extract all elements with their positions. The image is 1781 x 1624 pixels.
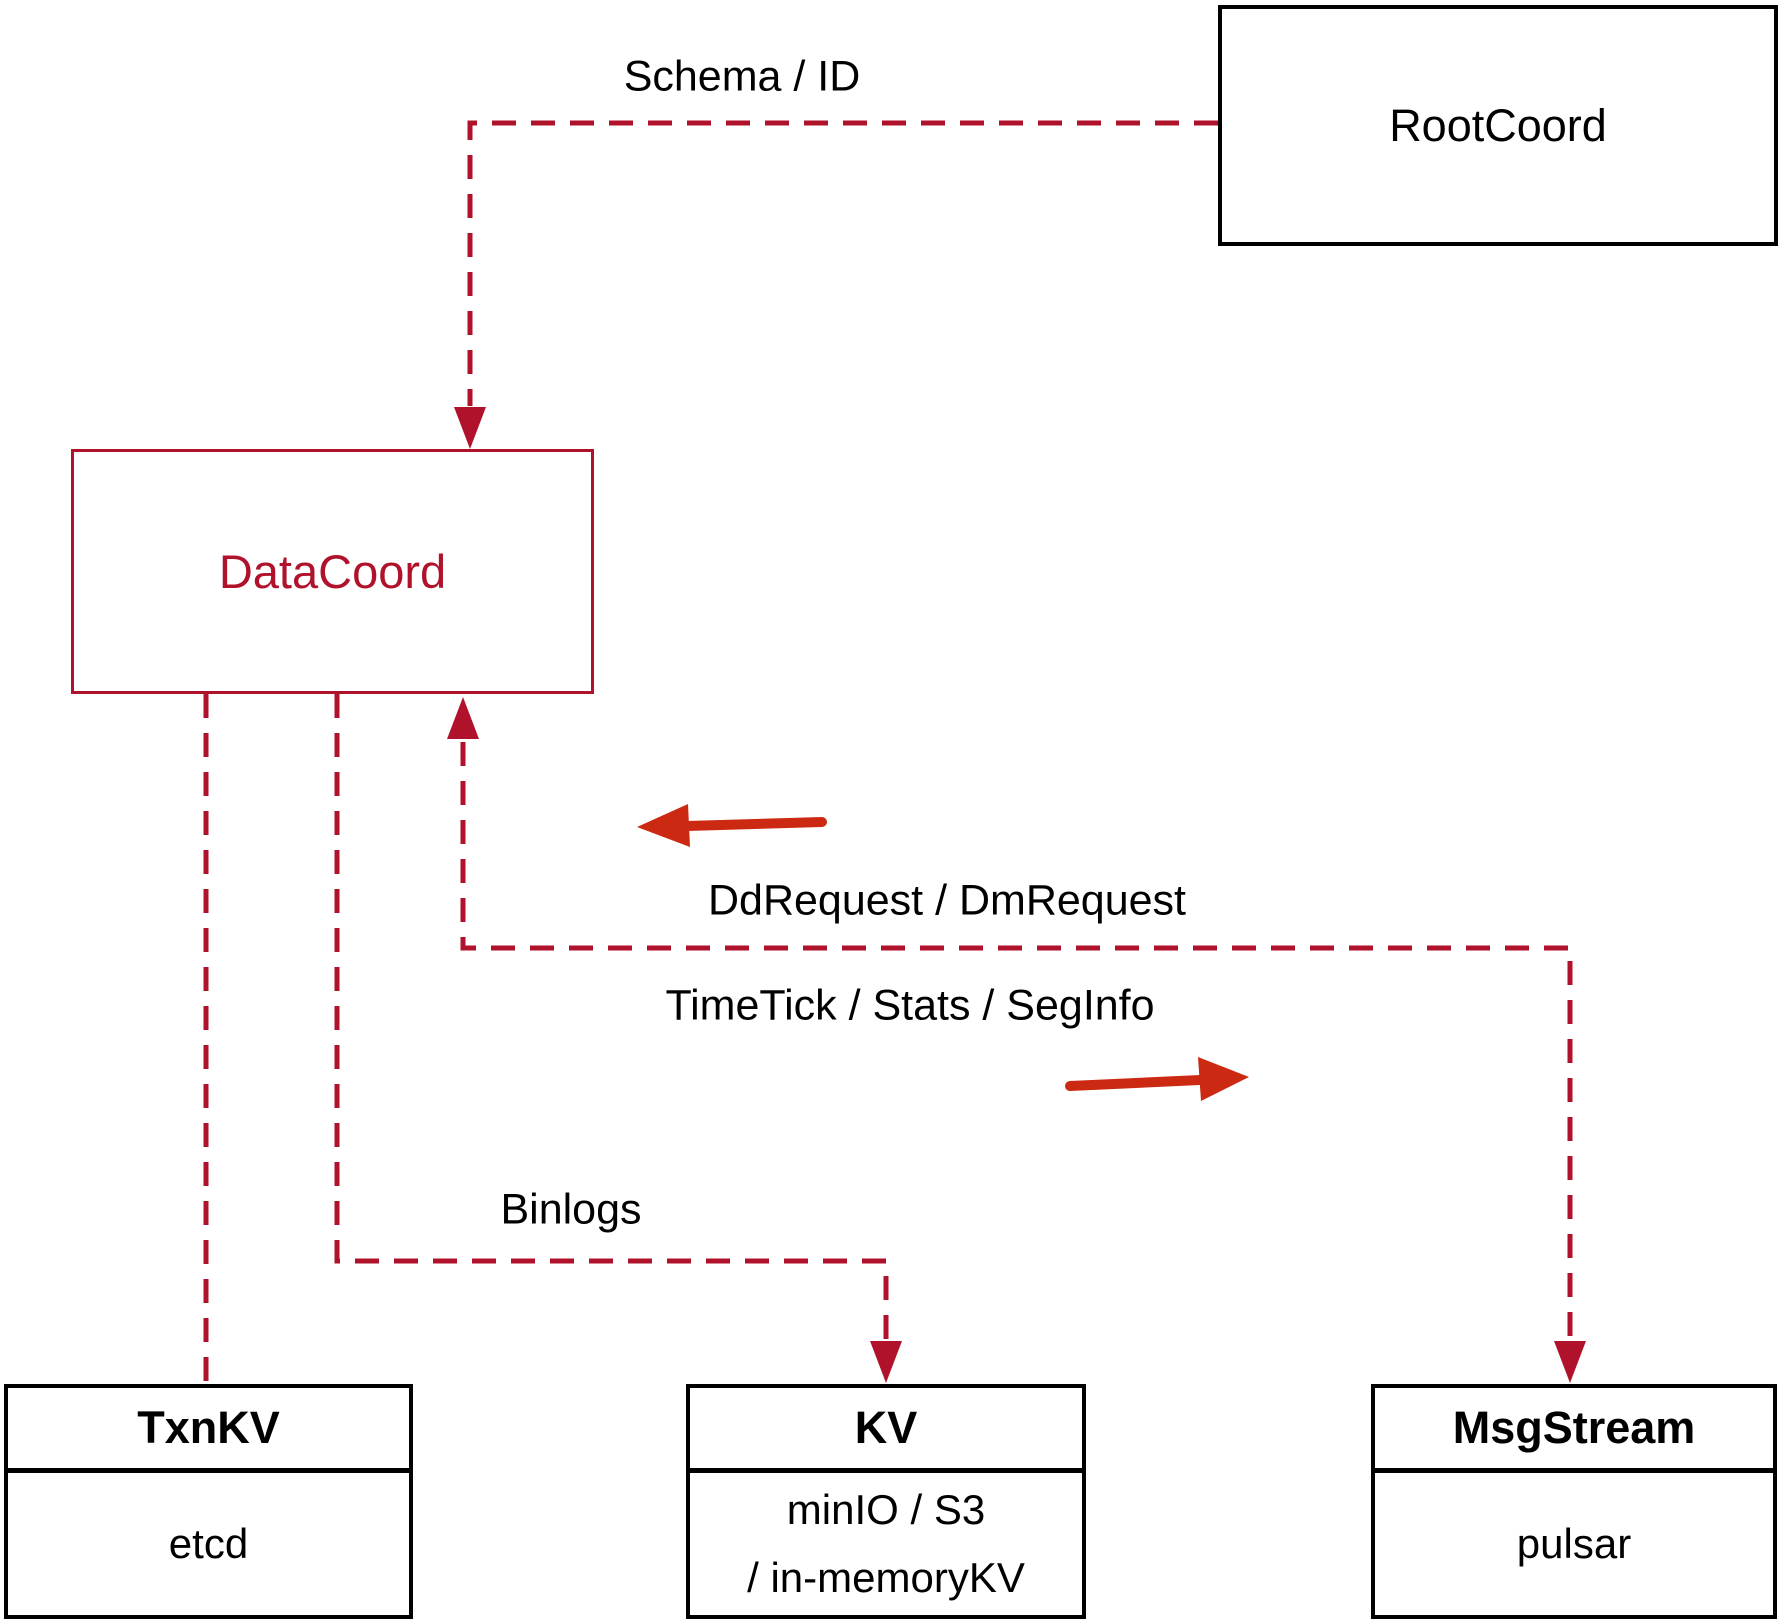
flow-right-arrow-icon <box>1065 1057 1249 1101</box>
binlogs-edge-label: Binlogs <box>500 1185 642 1234</box>
kv-body-line1: minIO / S3 <box>786 1485 986 1533</box>
txnkv-body-text: etcd <box>168 1519 249 1567</box>
binlogs-connector <box>334 694 902 1383</box>
kv-node: KV minIO / S3 / in-memoryKV <box>686 1384 1086 1619</box>
msgstream-body: pulsar <box>1375 1473 1773 1615</box>
schema-id-edge-label: Schema / ID <box>623 52 861 101</box>
msgstream-body-text: pulsar <box>1516 1519 1632 1567</box>
msgstream-header: MsgStream <box>1375 1388 1773 1473</box>
rootcoord-node: RootCoord <box>1218 5 1778 246</box>
rootcoord-label: RootCoord <box>1389 99 1607 151</box>
kv-header: KV <box>690 1388 1082 1473</box>
flow-left-arrow-icon <box>637 804 827 847</box>
txnkv-header: TxnKV <box>8 1388 409 1473</box>
datacoord-label: DataCoord <box>218 545 447 598</box>
arrowhead-up-icon <box>447 697 479 739</box>
arrowhead-down-icon <box>1554 1341 1586 1383</box>
arrowhead-down-icon <box>454 407 486 449</box>
timetick-stats-seginfo-edge-label: TimeTick / Stats / SegInfo <box>665 981 1155 1030</box>
datacoord-msgstream-connector <box>447 697 1586 1383</box>
txnkv-body: etcd <box>8 1473 409 1615</box>
kv-body-line2: / in-memoryKV <box>747 1554 1025 1601</box>
ddrequest-dmrequest-edge-label: DdRequest / DmRequest <box>708 876 1186 925</box>
schema-id-connector <box>454 120 1218 449</box>
arrowhead-down-icon <box>870 1341 902 1383</box>
msgstream-node: MsgStream pulsar <box>1371 1384 1777 1619</box>
kv-body: minIO / S3 / in-memoryKV <box>690 1473 1082 1615</box>
datacoord-node: DataCoord <box>71 449 594 694</box>
txnkv-node: TxnKV etcd <box>4 1384 413 1619</box>
